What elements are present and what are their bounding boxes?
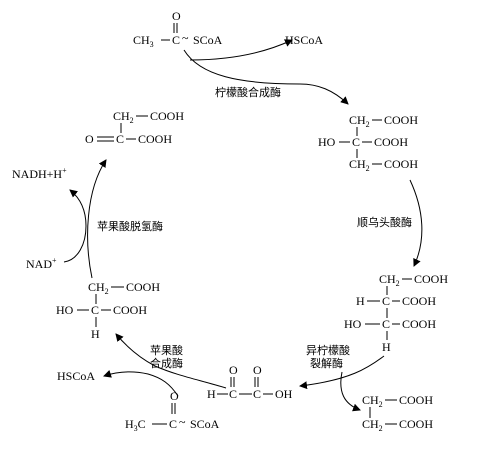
isocitrate-c1: C bbox=[382, 294, 390, 308]
hscoa-release-arrow bbox=[189, 39, 293, 61]
hscoa-release-bottom-arrow bbox=[103, 369, 179, 397]
isocitrate-c2: C bbox=[382, 317, 390, 331]
malate-dehydrogenase-label: 苹果酸脱氢酶 bbox=[97, 219, 163, 233]
citrate-synthase-arrow bbox=[183, 49, 349, 105]
malate-dehydrogenase-arrow bbox=[87, 159, 107, 279]
glyoxylate-oh: OH bbox=[275, 387, 293, 401]
oxaloacetate-cooh-mid: COOH bbox=[138, 132, 172, 146]
citrate-c: C bbox=[352, 135, 360, 149]
malate-synthase-label-1: 苹果酸 bbox=[150, 343, 183, 357]
isocitrate-h-bottom: H bbox=[382, 340, 391, 354]
oxaloacetate-c: C bbox=[116, 132, 124, 146]
acetyl-coa-o: O bbox=[172, 9, 181, 23]
glyoxylate-o2: O bbox=[253, 363, 262, 377]
glyoxylate-c2: C bbox=[253, 387, 261, 401]
malate-cooh-top: COOH bbox=[126, 280, 160, 294]
succinate-ch2-top: CH2 bbox=[362, 393, 383, 409]
citrate-cooh-bottom: COOH bbox=[384, 157, 418, 171]
acetyl-coa-bottom: O H3C C ~ SCoA bbox=[125, 389, 220, 433]
isocitrate-ch2: CH2 bbox=[379, 272, 400, 288]
isocitrate-cooh-2: COOH bbox=[402, 294, 436, 308]
isocitrate-h: H bbox=[356, 294, 365, 308]
acetyl-coa-top: O CH3 C ~ SCoA bbox=[133, 9, 223, 49]
glyoxylate: O O H C C OH bbox=[207, 363, 293, 401]
citrate-synthase-label: 柠檬酸合成酶 bbox=[215, 85, 281, 99]
acetyl-coa-ch3: CH3 bbox=[133, 33, 154, 49]
acetyl-coa-tilde: ~ bbox=[182, 31, 189, 45]
citrate-ch2-top: CH2 bbox=[349, 113, 370, 129]
nadh-label: NADH+H+ bbox=[12, 166, 67, 181]
acetyl-coa-scoa: SCoA bbox=[193, 33, 223, 47]
isocitrate-ho: HO bbox=[344, 317, 362, 331]
malate-synthase-arrow bbox=[115, 333, 227, 389]
glyoxylate-c1: C bbox=[229, 387, 237, 401]
citrate-cooh-top: COOH bbox=[384, 113, 418, 127]
nad-to-nadh-arrow bbox=[63, 189, 87, 263]
malate-ch2: CH2 bbox=[88, 280, 109, 296]
succinate-cooh-bottom: COOH bbox=[399, 417, 433, 431]
glyoxylate-h: H bbox=[207, 387, 216, 401]
succinate-ch2-bottom: CH2 bbox=[362, 417, 383, 433]
malate-synthase-label-2: 合成酶 bbox=[150, 356, 183, 370]
citrate-ho: HO bbox=[318, 135, 336, 149]
isocitrate-cooh-1: COOH bbox=[414, 272, 448, 286]
succinate: CH2 COOH CH2 COOH bbox=[362, 393, 433, 433]
oxaloacetate-ch2: CH2 bbox=[113, 109, 134, 125]
citrate: CH2 COOH HO C COOH CH2 COOH bbox=[318, 113, 418, 173]
oxaloacetate-o: O bbox=[85, 132, 94, 146]
malate-c: C bbox=[91, 303, 99, 317]
malate-cooh-mid: COOH bbox=[113, 303, 147, 317]
nad-label: NAD+ bbox=[26, 256, 57, 271]
citrate-ch2-bottom: CH2 bbox=[349, 157, 370, 173]
aconitase-arrow bbox=[409, 179, 423, 267]
acetyl-coa-bottom-scoa: SCoA bbox=[190, 417, 220, 431]
hscoa-bottom: HSCoA bbox=[57, 369, 95, 383]
isocitrate-lyase-to-succinate-arrow bbox=[340, 371, 361, 412]
acetyl-coa-bottom-ch3: H3C bbox=[125, 417, 146, 433]
isocitrate-lyase-label-1: 异柠檬酸 bbox=[306, 343, 350, 357]
glyoxylate-o1: O bbox=[229, 363, 238, 377]
citrate-cooh-mid: COOH bbox=[374, 135, 408, 149]
acetyl-coa-c: C bbox=[172, 33, 180, 47]
hscoa-top: HSCoA bbox=[285, 33, 323, 47]
acetyl-coa-bottom-tilde: ~ bbox=[179, 415, 186, 429]
oxaloacetate-cooh-top: COOH bbox=[150, 109, 184, 123]
acetyl-coa-bottom-c: C bbox=[169, 417, 177, 431]
isocitrate-cooh-3: COOH bbox=[402, 317, 436, 331]
isocitrate-lyase-to-glyoxylate-arrow bbox=[299, 355, 385, 390]
malate-h: H bbox=[91, 327, 100, 341]
aconitase-label: 顺乌头酸酶 bbox=[357, 215, 412, 229]
isocitrate-lyase-label-2: 裂解酶 bbox=[310, 356, 343, 370]
malate: CH2 COOH HO C COOH H bbox=[56, 280, 160, 341]
succinate-cooh-top: COOH bbox=[399, 393, 433, 407]
acetyl-coa-bottom-o: O bbox=[170, 389, 179, 403]
malate-ho: HO bbox=[56, 303, 74, 317]
isocitrate: CH2 COOH H C COOH HO C COOH H bbox=[344, 272, 448, 354]
oxaloacetate: CH2 COOH O C COOH bbox=[85, 109, 184, 146]
